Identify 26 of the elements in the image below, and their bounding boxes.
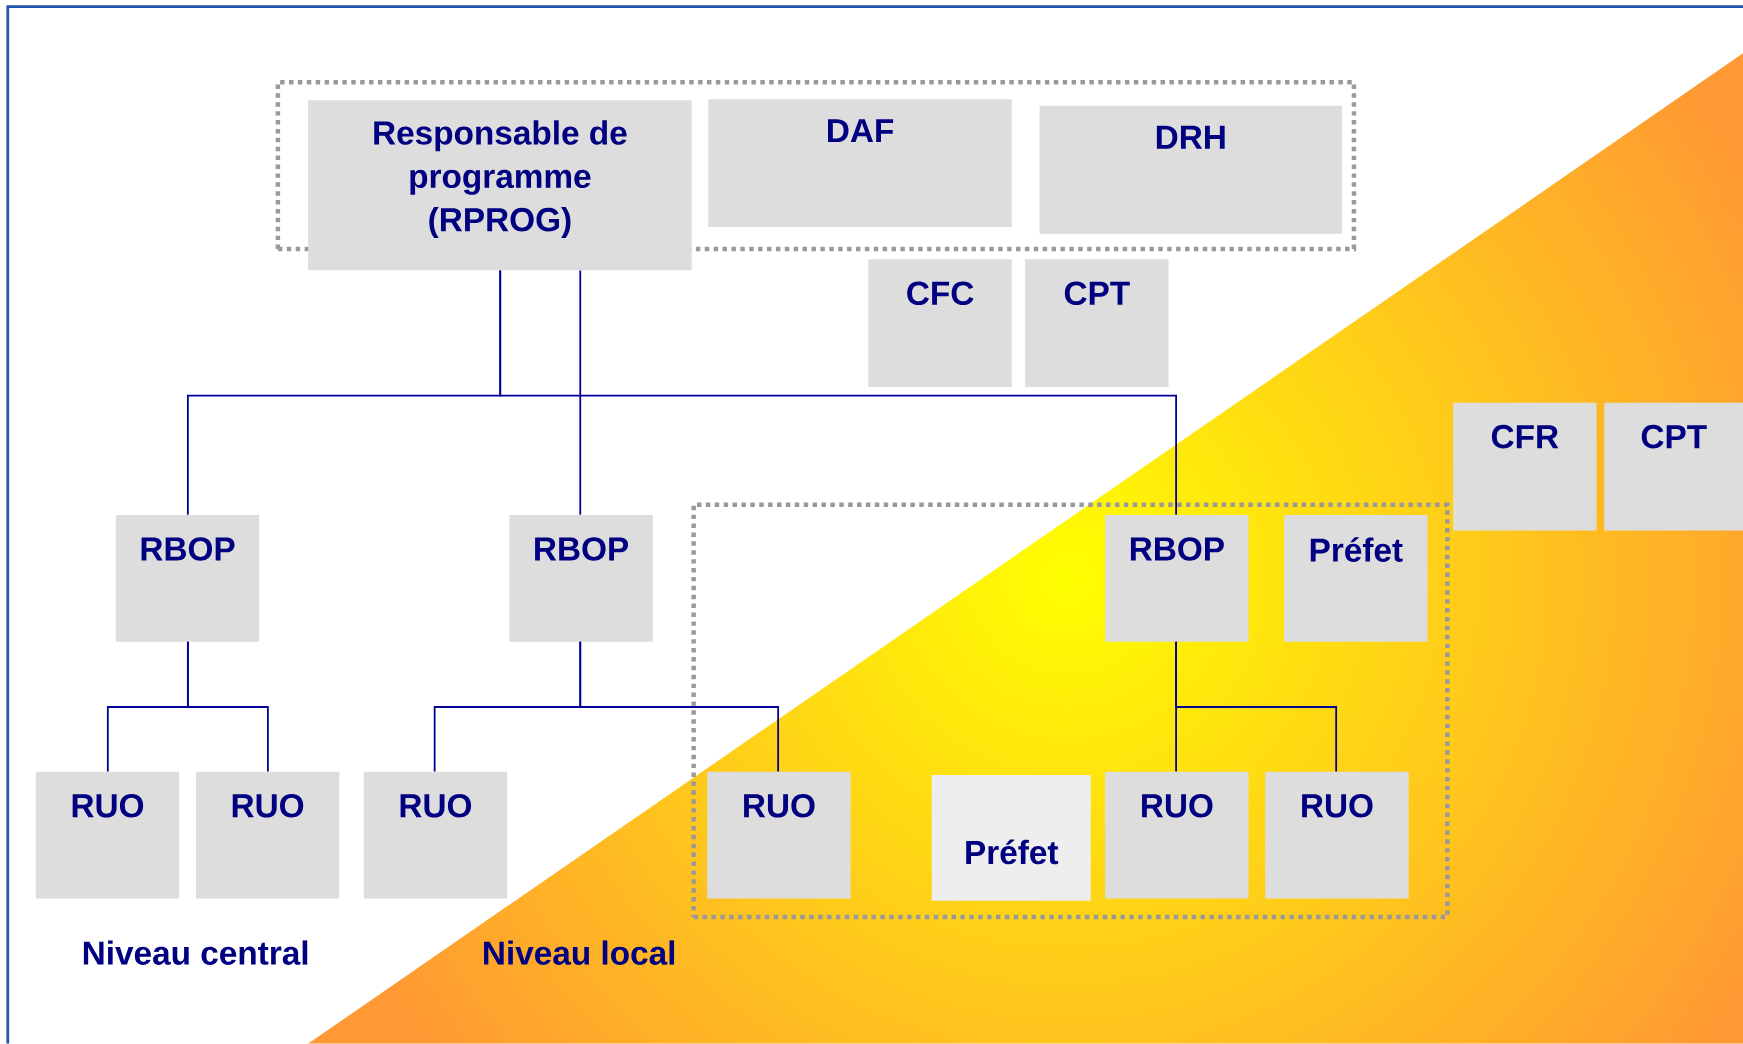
connector-line [499,269,1177,516]
level-label: Niveau central [83,940,308,965]
org-box: RUO [707,771,851,899]
org-box: RBOP [115,515,260,642]
org-box: RBOP [509,515,653,642]
connector-line [579,641,780,773]
org-box: RUO [1105,771,1249,899]
org-box: RUO [35,771,180,899]
org-box: RUO [363,771,508,899]
org-box: RBOP [1105,515,1249,642]
org-box: Responsable de programme (RPROG) [308,100,692,271]
org-box: DRH [1039,105,1342,234]
org-box: DAF [708,99,1012,228]
level-label: Niveau local [484,940,675,965]
org-box: Préfet [1284,515,1428,642]
org-box: CPT [1604,402,1743,531]
org-box: CFR [1453,402,1597,531]
connector-line [1175,641,1338,773]
connector-line [187,641,269,773]
group-frame [691,502,1450,920]
connector-line [579,269,582,516]
org-box: RUO [1265,771,1409,899]
org-box: CPT [1025,259,1169,388]
org-box: Préfet [931,775,1091,901]
org-box: CFC [868,259,1012,388]
org-box: RUO [195,771,340,899]
